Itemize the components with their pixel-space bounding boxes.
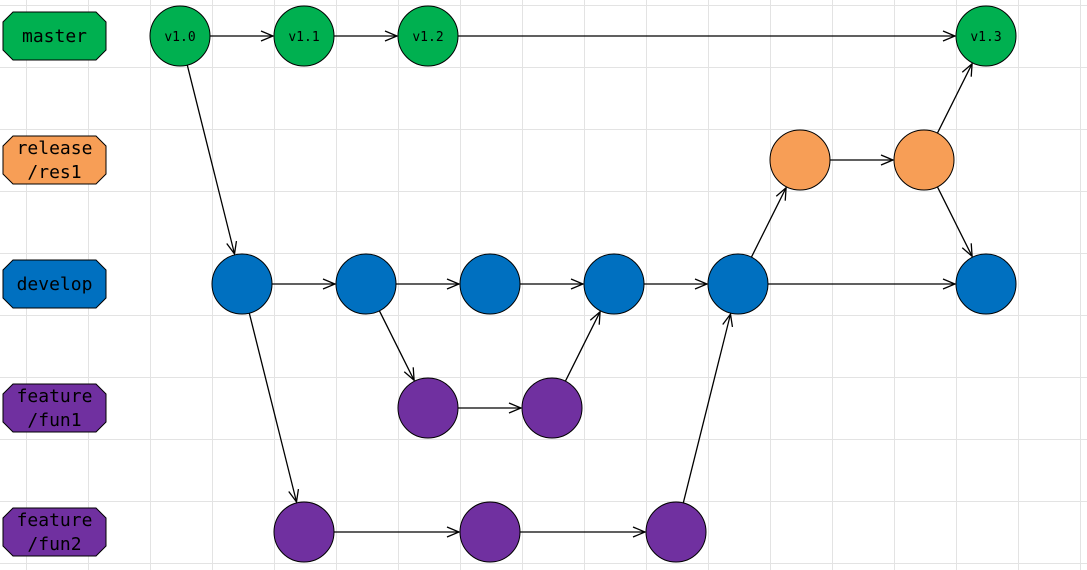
branch-label-text: /res1 [27,162,81,183]
commit-circle [459,501,521,563]
branch-label-master: master [2,11,107,61]
branch-badge [2,383,107,433]
commit-node-m1: v1.1 [273,5,335,67]
commit-circle [521,377,583,439]
commit-node-r1 [893,129,955,191]
version-tag-label: v1.0 [164,30,195,45]
version-tag-label: v1.1 [288,30,319,45]
commit-circle [769,129,831,191]
commit-node-f1b [521,377,583,439]
version-tag-label: v1.3 [970,30,1001,45]
commit-node-f2b [459,501,521,563]
commit-circle [273,501,335,563]
branch-badge [2,259,107,309]
edge-d1-f1a [378,310,414,381]
edge-r1-m3 [936,64,972,134]
commit-node-d1 [335,253,397,315]
commit-circle [335,253,397,315]
commit-node-m0: v1.0 [149,5,211,67]
commit-circle [397,377,459,439]
commit-circle [273,5,335,67]
edge-d4-r0 [750,188,786,258]
edge-f2c-d4 [682,314,730,504]
branch-badge [2,507,107,557]
commit-circle [645,501,707,563]
commit-nodes: v1.0 v1.1 v1.2 v1.3 [149,5,1017,563]
commit-edges [186,36,972,532]
commit-node-d0 [211,253,273,315]
edge-m0-d0 [186,64,234,254]
branch-label-text: feature [17,510,93,531]
commit-node-f2c [645,501,707,563]
branch-label-fun1: feature/fun1 [2,383,107,433]
edge-r1-d5 [936,186,972,256]
branch-label-text: /fun2 [27,534,81,555]
branch-labels: masterrelease/res1developfeature/fun1fea… [2,11,107,557]
commit-node-d4 [707,253,769,315]
branch-label-release: release/res1 [2,135,107,185]
commit-circle [149,5,211,67]
branch-label-text: master [22,26,87,47]
branch-label-text: develop [17,274,93,295]
branch-badge [2,11,107,61]
commit-node-f1a [397,377,459,439]
commit-circle [583,253,645,315]
branch-label-develop: develop [2,259,107,309]
branch-badge [2,135,107,185]
commit-circle [893,129,955,191]
commit-node-f2a [273,501,335,563]
commit-circle [707,253,769,315]
commit-circle [459,253,521,315]
branch-label-text: feature [17,386,93,407]
commit-node-d5 [955,253,1017,315]
commit-node-m3: v1.3 [955,5,1017,67]
branch-label-text: /fun1 [27,410,81,431]
commit-node-r0 [769,129,831,191]
commit-node-d3 [583,253,645,315]
commit-circle [211,253,273,315]
edge-f1b-d3 [564,312,600,382]
commit-node-m2: v1.2 [397,5,459,67]
commit-node-d2 [459,253,521,315]
commit-circle [397,5,459,67]
branch-label-fun2: feature/fun2 [2,507,107,557]
branch-label-text: release [17,138,93,159]
version-tag-label: v1.2 [412,30,443,45]
edge-d0-f2a [248,312,296,502]
commit-circle [955,253,1017,315]
commit-circle [955,5,1017,67]
